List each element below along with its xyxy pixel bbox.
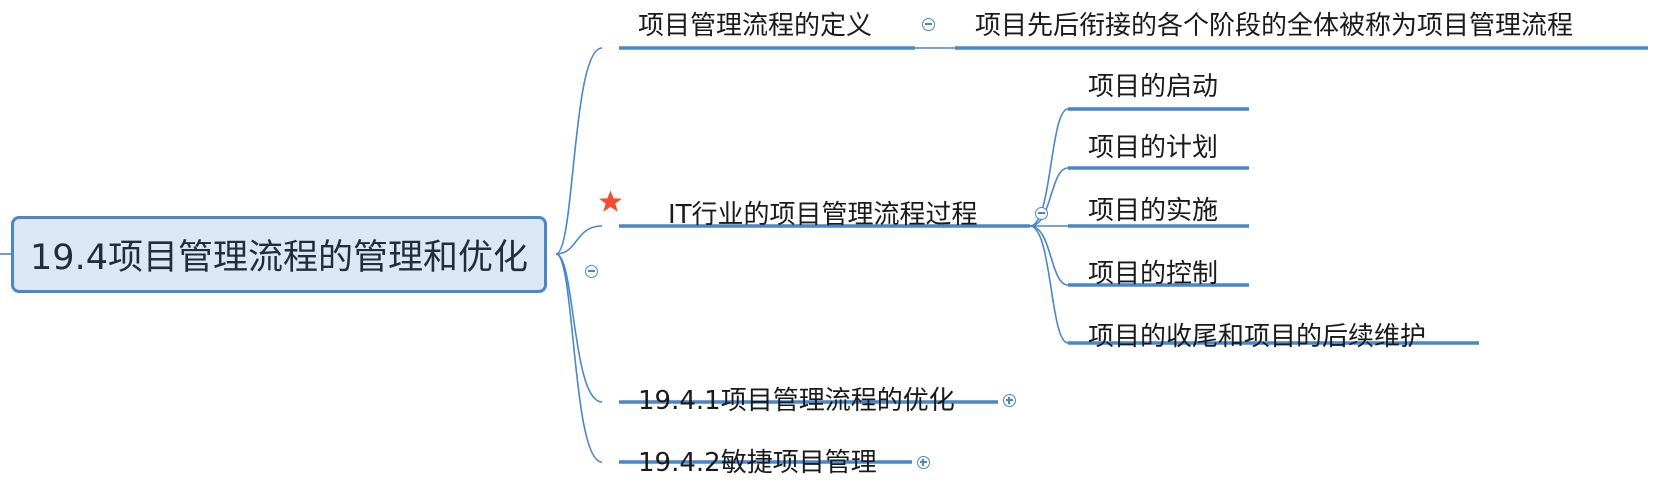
branch-topic-1[interactable]: 项目管理流程的定义 <box>638 13 872 39</box>
connector-branch-2-sub-1 <box>1029 108 1069 227</box>
detail-topic-label: 项目先后衔接的各个阶段的全体被称为项目管理流程 <box>975 11 1574 41</box>
subtopic-label: 项目的实施 <box>1088 196 1219 226</box>
branch-1-collapse-toggle[interactable] <box>922 18 935 31</box>
branch-topic-label: 项目管理流程的定义 <box>638 11 873 41</box>
root-topic-label: 19.4项目管理流程的管理和优化 <box>30 238 528 278</box>
branch-4-expand-toggle[interactable] <box>917 456 930 469</box>
branch-2-collapse-toggle[interactable] <box>1035 207 1048 220</box>
subtopic-label: 项目的收尾和项目的后续维护 <box>1088 322 1427 352</box>
subtopic-2[interactable]: 项目的计划 <box>1088 135 1218 161</box>
subtopic-3[interactable]: 项目的实施 <box>1088 198 1218 224</box>
root-topic[interactable]: 19.4项目管理流程的管理和优化 <box>11 216 547 293</box>
branch-topic-label: IT行业的项目管理流程过程 <box>668 200 978 230</box>
root-collapse-toggle[interactable] <box>585 265 598 278</box>
connector-branch-2-sub-2 <box>1029 167 1069 227</box>
branch-topic-2[interactable]: IT行业的项目管理流程过程 <box>668 202 978 228</box>
branch-topic-label: 19.4.1项目管理流程的优化 <box>638 386 955 416</box>
connector-root-branch-1 <box>555 47 603 255</box>
branch-topic-3[interactable]: 19.4.1项目管理流程的优化 <box>638 388 955 414</box>
branch-1-detail-topic[interactable]: 项目先后衔接的各个阶段的全体被称为项目管理流程 <box>975 13 1573 39</box>
subtopic-label: 项目的控制 <box>1088 259 1219 289</box>
connector-root-branch-2 <box>555 225 603 255</box>
connector-root-branch-3 <box>555 253 603 403</box>
subtopic-4[interactable]: 项目的控制 <box>1088 261 1218 287</box>
subtopic-label: 项目的启动 <box>1088 72 1219 102</box>
branch-3-expand-toggle[interactable] <box>1003 394 1016 407</box>
star-icon <box>599 190 622 212</box>
connector-branch-2-sub-5 <box>1029 225 1069 344</box>
connector-branch-2-sub-4 <box>1029 225 1069 286</box>
branch-topic-label: 19.4.2敏捷项目管理 <box>638 448 877 478</box>
subtopic-label: 项目的计划 <box>1088 133 1219 163</box>
connector-root-branch-4 <box>555 253 603 463</box>
branch-topic-4[interactable]: 19.4.2敏捷项目管理 <box>638 450 877 476</box>
subtopic-5[interactable]: 项目的收尾和项目的后续维护 <box>1088 324 1426 350</box>
subtopic-1[interactable]: 项目的启动 <box>1088 74 1218 100</box>
